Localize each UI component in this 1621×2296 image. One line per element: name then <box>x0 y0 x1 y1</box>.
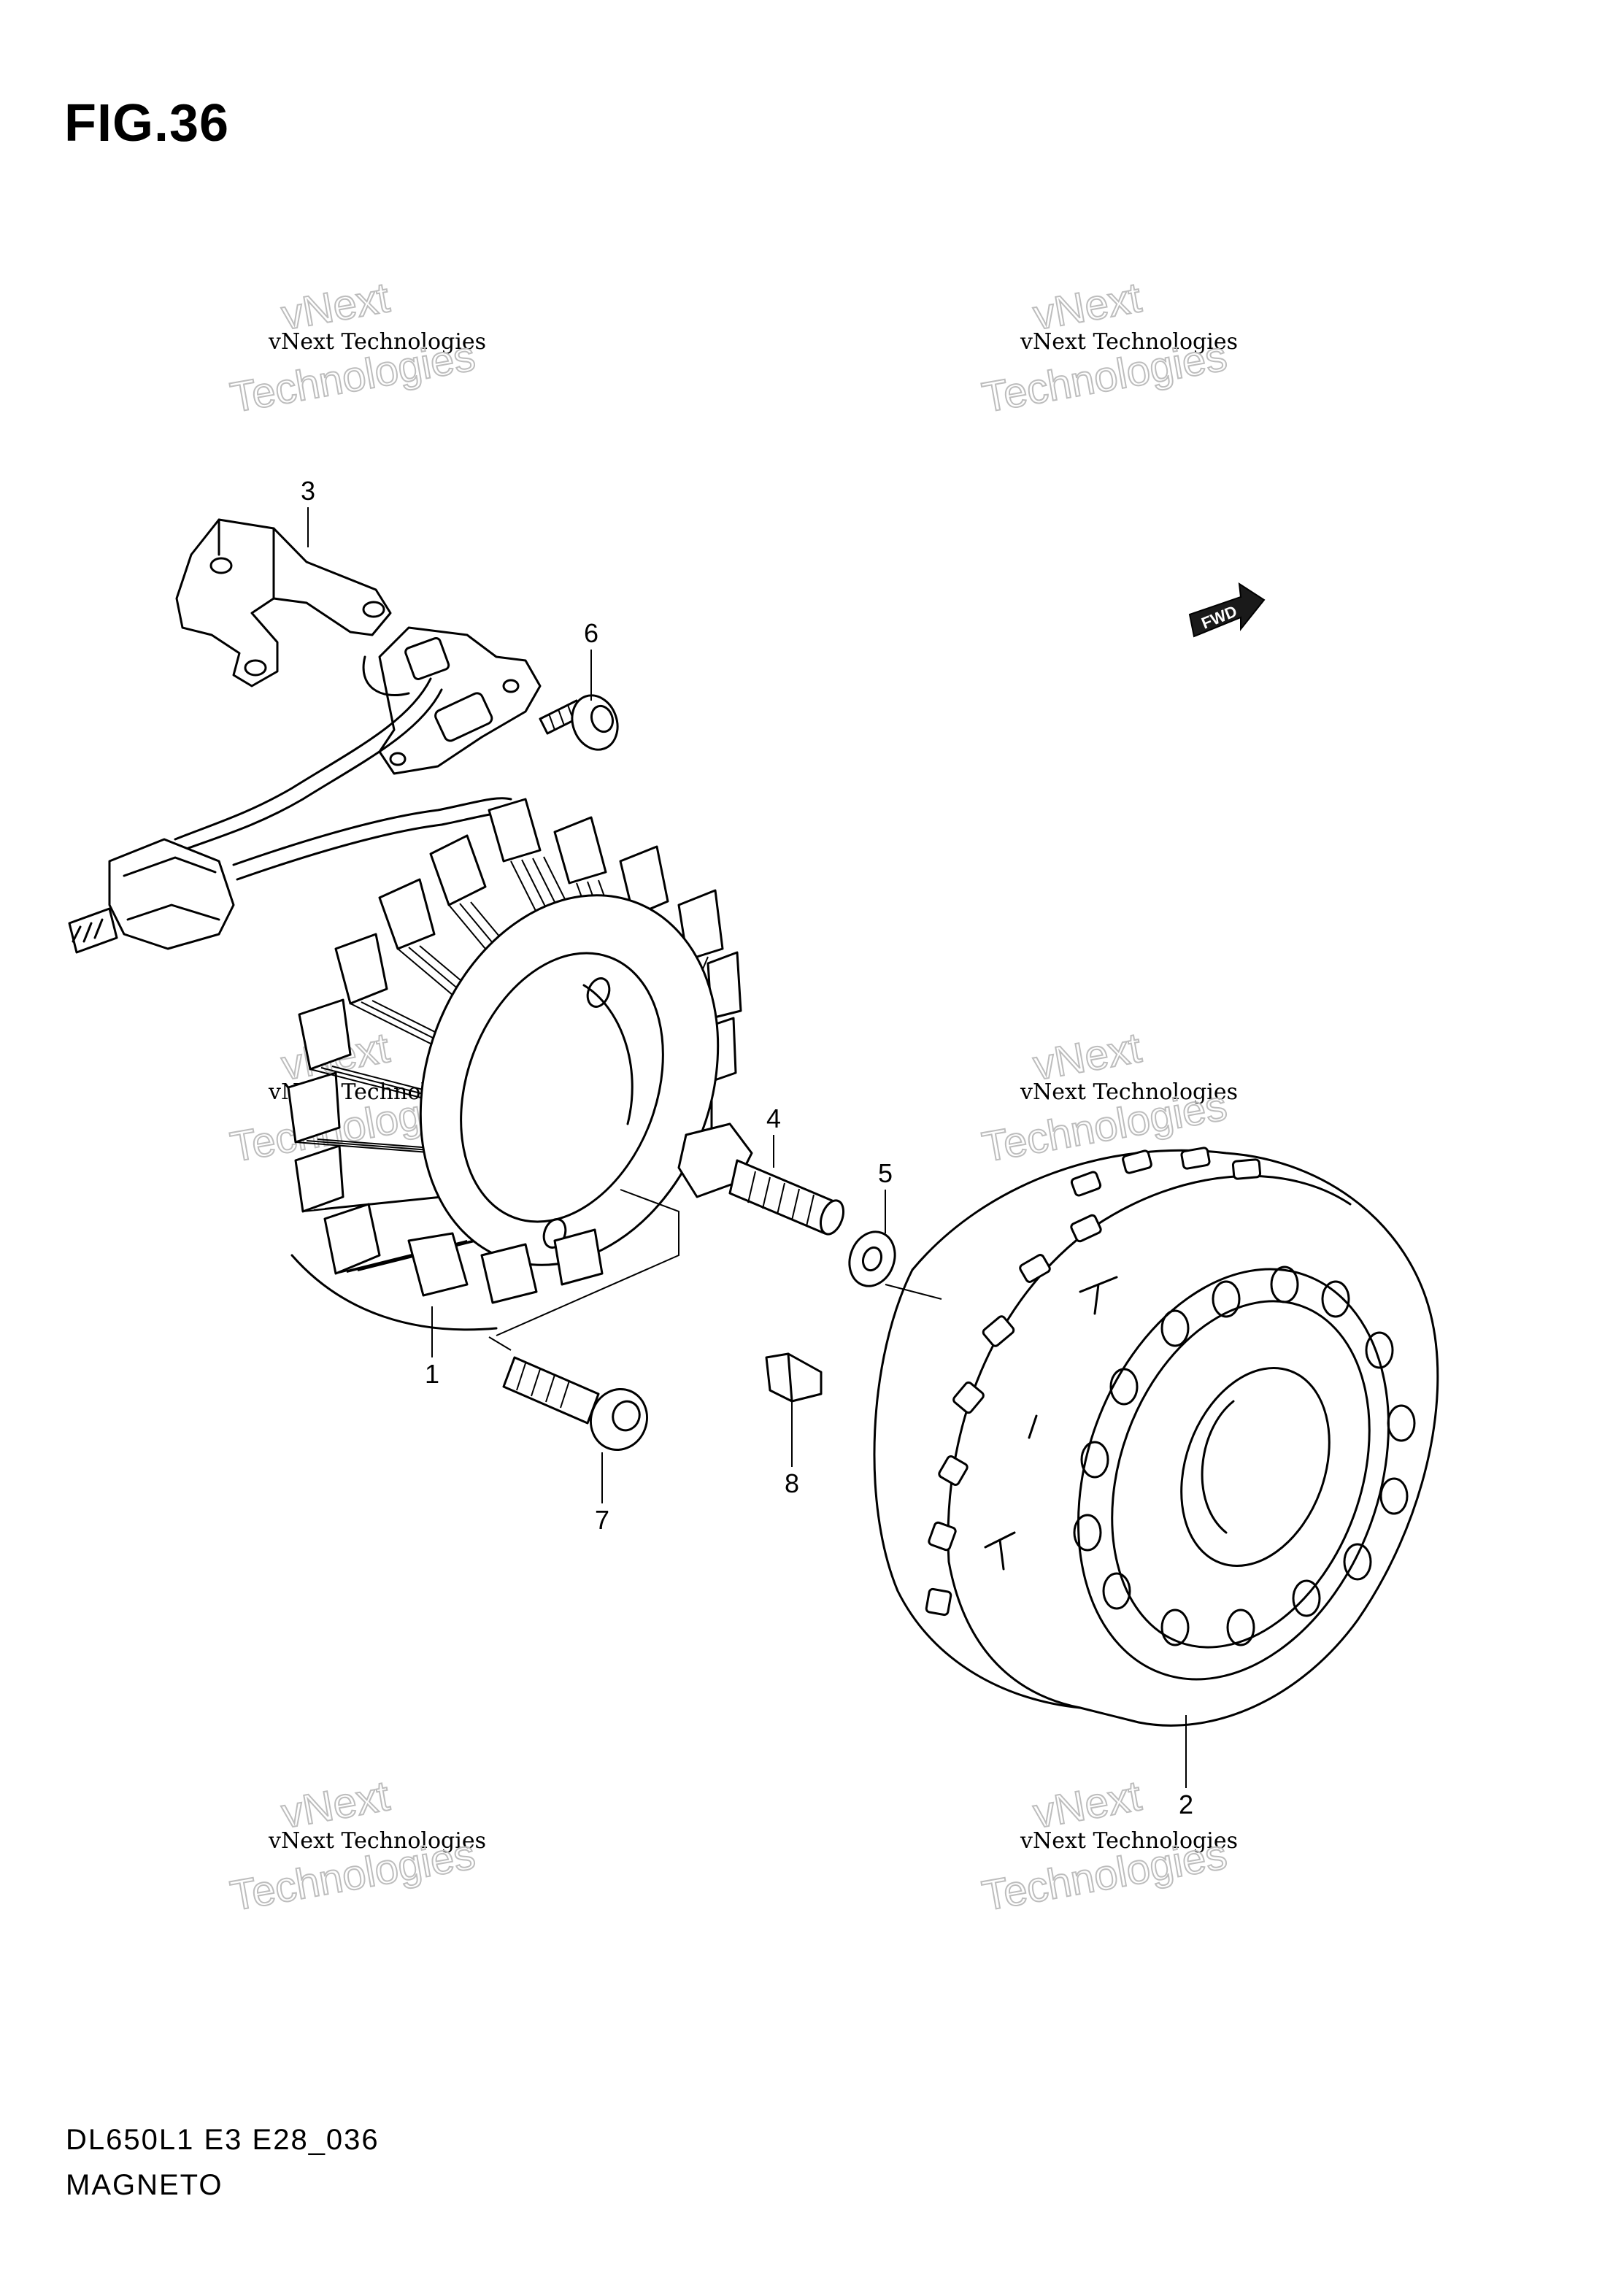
alignment-lines <box>488 1189 679 1351</box>
figure-code: DL650L1 E3 E28_036 <box>66 2124 380 2156</box>
part-6-screw <box>539 694 619 751</box>
callout-5: 5 <box>878 1158 893 1188</box>
pulser-coil <box>362 626 542 775</box>
rotor-windows <box>925 1147 1262 1617</box>
part-5-washer <box>848 1230 896 1287</box>
svg-text:vNext Technologies: vNext Technologies <box>268 329 486 355</box>
forward-direction-badge: FWD <box>1188 582 1266 638</box>
callout-1: 1 <box>425 1359 439 1389</box>
svg-text:vNext Technologies: vNext Technologies <box>268 1828 486 1854</box>
part-8-key <box>765 1352 823 1403</box>
wire-connector <box>68 838 235 954</box>
svg-text:vNext Technologies: vNext Technologies <box>1020 1828 1238 1854</box>
callout-numbers: 1 2 3 4 5 6 7 8 <box>301 476 1193 1819</box>
part-3-bracket <box>175 518 392 687</box>
part-1-stator <box>287 798 742 1331</box>
watermark-bottom-left: vNext vNext Technologies Technologies <box>226 1771 486 1921</box>
callout-2: 2 <box>1179 1790 1193 1819</box>
callout-leaders <box>307 507 1187 1788</box>
watermark-top-left: vNext vNext Technologies Technologies <box>226 273 486 423</box>
callout-3: 3 <box>301 476 315 506</box>
callout-4: 4 <box>766 1103 781 1133</box>
callout-7: 7 <box>595 1505 609 1535</box>
part-2-rotor <box>873 1147 1439 1727</box>
watermark-top-right: vNext vNext Technologies Technologies <box>978 273 1238 423</box>
svg-text:vNext Technologies: vNext Technologies <box>1020 329 1238 355</box>
part-4-bolt <box>677 1122 845 1236</box>
figure-title: FIG.36 <box>64 94 230 153</box>
figure-name: MAGNETO <box>66 2169 223 2201</box>
watermark-bottom-right: vNext vNext Technologies Technologies <box>978 1771 1238 1921</box>
rotor-holes <box>1073 1266 1416 1646</box>
callout-6: 6 <box>584 618 598 648</box>
part-7-bolt <box>502 1356 648 1452</box>
callout-8: 8 <box>785 1468 799 1498</box>
svg-text:vNext Technologies: vNext Technologies <box>1020 1079 1238 1105</box>
